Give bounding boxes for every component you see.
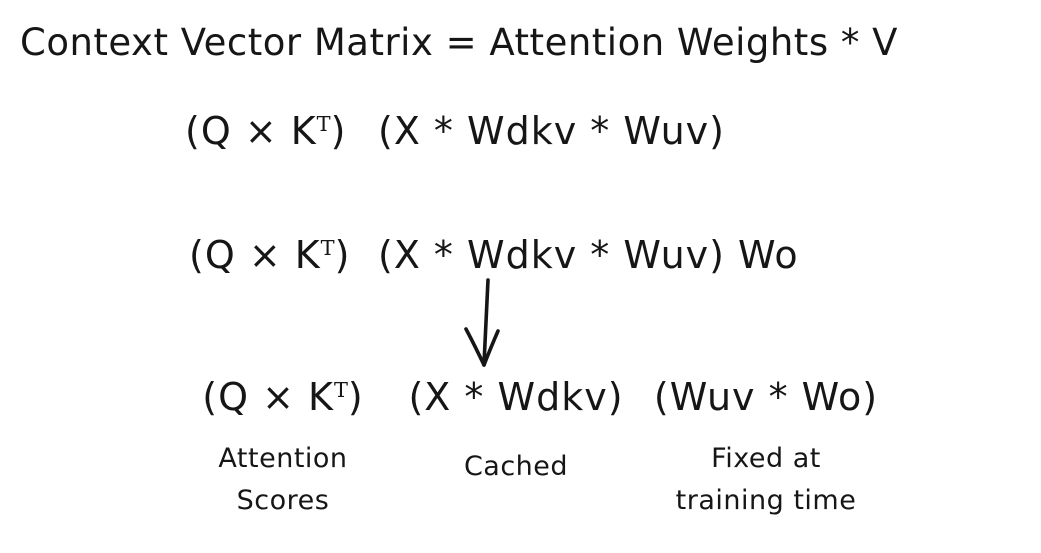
- cached-column: (X * Wdkv) Cached: [408, 378, 623, 488]
- attention-scores-label-line2: Scores: [236, 484, 330, 516]
- cached-term: (X * Wdkv): [408, 375, 624, 419]
- attention-scores-label: Attention Scores: [202, 438, 363, 522]
- attention-scores-term-row3: (Q × KT): [202, 378, 363, 416]
- transpose-superscript: T: [316, 112, 331, 137]
- value-term-row2: (X * Wdkv * Wuv) Wo: [378, 233, 799, 277]
- qk-prefix: (Q × K: [189, 233, 321, 277]
- qk-prefix: (Q × K: [185, 109, 317, 153]
- transpose-superscript: T: [320, 236, 335, 261]
- attention-scores-term-row2: (Q × KT): [189, 236, 350, 274]
- attention-scores-column: (Q × KT) Attention Scores: [202, 378, 363, 522]
- attention-scores-term-row1: (Q × KT): [185, 112, 346, 150]
- fixed-column: (Wuv * Wo) Fixed at training time: [654, 378, 878, 522]
- fixed-term: (Wuv * Wo): [653, 375, 879, 419]
- transpose-superscript: T: [333, 378, 348, 403]
- value-term-row1: (X * Wdkv * Wuv): [378, 109, 725, 153]
- cached-label: Cached: [463, 451, 569, 482]
- qk-suffix: ): [330, 109, 347, 153]
- down-arrow-icon: [464, 278, 500, 367]
- qk-suffix: ): [347, 375, 364, 419]
- attention-scores-label-line1: Attention: [218, 443, 348, 474]
- fixed-label-line2: training time: [675, 484, 857, 516]
- fixed-label-line1: Fixed at: [711, 443, 821, 474]
- fixed-at-training-label: Fixed at training time: [654, 438, 878, 522]
- diagram-title: Context Vector Matrix = Attention Weight…: [20, 21, 898, 64]
- qk-prefix: (Q × K: [202, 375, 334, 419]
- qk-suffix: ): [334, 233, 351, 277]
